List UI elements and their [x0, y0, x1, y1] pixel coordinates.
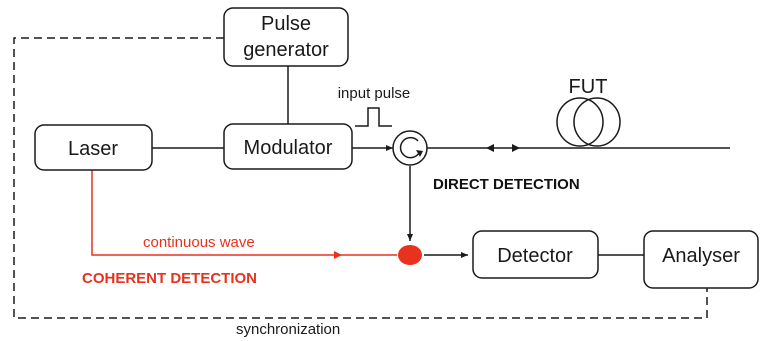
coupler-dot	[398, 245, 422, 265]
fut-label: FUT	[569, 76, 608, 98]
pulse-generator-label-line2: generator	[243, 39, 329, 61]
modulator-block: Modulator	[223, 123, 353, 170]
continuous-wave-path	[91, 170, 397, 256]
pulse-generator-block: Pulse generator	[223, 7, 349, 67]
detector-label: Detector	[497, 245, 573, 267]
detector-block: Detector	[472, 230, 599, 279]
direct-detection-label: DIRECT DETECTION	[433, 176, 580, 193]
coherent-detection-label: COHERENT DETECTION	[82, 270, 257, 287]
continuous-wave-arrow	[334, 251, 342, 259]
pulse-generator-label-line1: Pulse	[261, 13, 311, 35]
laser-block: Laser	[34, 124, 153, 171]
fiber-coil-icon	[556, 97, 621, 147]
analyser-label: Analyser	[662, 245, 740, 267]
continuous-wave-label: continuous wave	[143, 234, 255, 251]
synchronization-label: synchronization	[236, 321, 340, 338]
laser-label: Laser	[68, 138, 118, 160]
input-pulse-icon	[355, 107, 392, 127]
analyser-block: Analyser	[643, 230, 759, 289]
backscatter-arrow-left	[486, 144, 494, 152]
modulator-label: Modulator	[244, 137, 333, 159]
input-pulse-label: input pulse	[338, 85, 411, 102]
circulator-icon	[392, 130, 428, 166]
backscatter-arrow-right	[512, 144, 520, 152]
